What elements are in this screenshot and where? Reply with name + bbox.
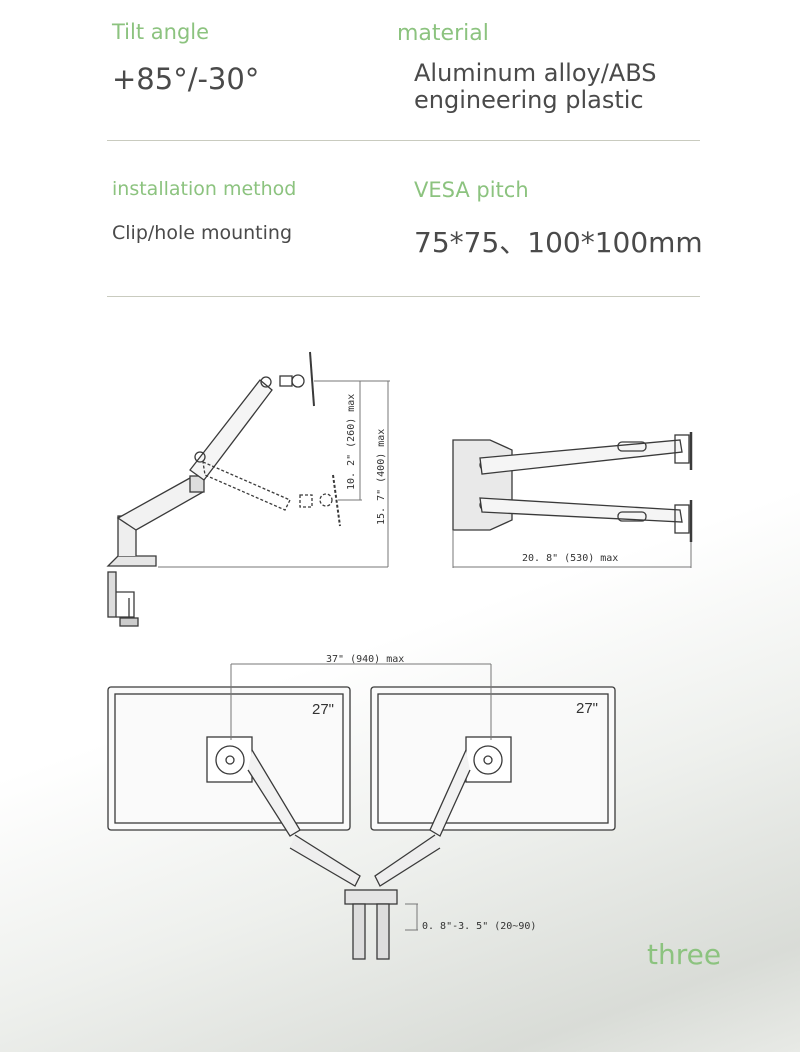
vesa-pitch-label: VESA pitch — [414, 178, 529, 202]
material-value-line2: engineering plastic — [414, 86, 644, 114]
divider-1 — [107, 140, 700, 141]
vesa-pitch-value: 75*75、100*100mm — [414, 226, 703, 259]
front-view-diagram: 37" (940) max 27" 27" 0. 8"-3. 5" (20~90… — [107, 654, 616, 960]
divider-2 — [107, 296, 700, 297]
top-view-diagram: 20. 8" (530) max — [452, 432, 693, 568]
side-dim-height-1: 10. 2" (260) max — [346, 394, 357, 490]
monitor-right-size: 27" — [576, 700, 598, 717]
monitor-left-size: 27" — [312, 701, 334, 718]
tilt-angle-value: +85°/-30° — [112, 62, 260, 96]
side-view-diagram: 10. 2" (260) max 15. 7" (400) max — [106, 351, 390, 627]
top-dim-width: 20. 8" (530) max — [522, 553, 618, 564]
tilt-angle-label: Tilt angle — [112, 20, 210, 44]
side-dim-height-2: 15. 7" (400) max — [376, 429, 387, 525]
footer-caption: three — [647, 938, 722, 971]
material-label: material — [397, 21, 489, 46]
material-value-line1: Aluminum alloy/ABS — [414, 59, 657, 87]
front-dim-clamp: 0. 8"-3. 5" (20~90) — [422, 921, 536, 932]
material-value: Aluminum alloy/ABS engineering plastic — [414, 60, 656, 114]
front-dim-span: 37" (940) max — [326, 654, 404, 665]
installation-method-value: Clip/hole mounting — [112, 222, 293, 244]
installation-method-label: installation method — [112, 178, 297, 200]
